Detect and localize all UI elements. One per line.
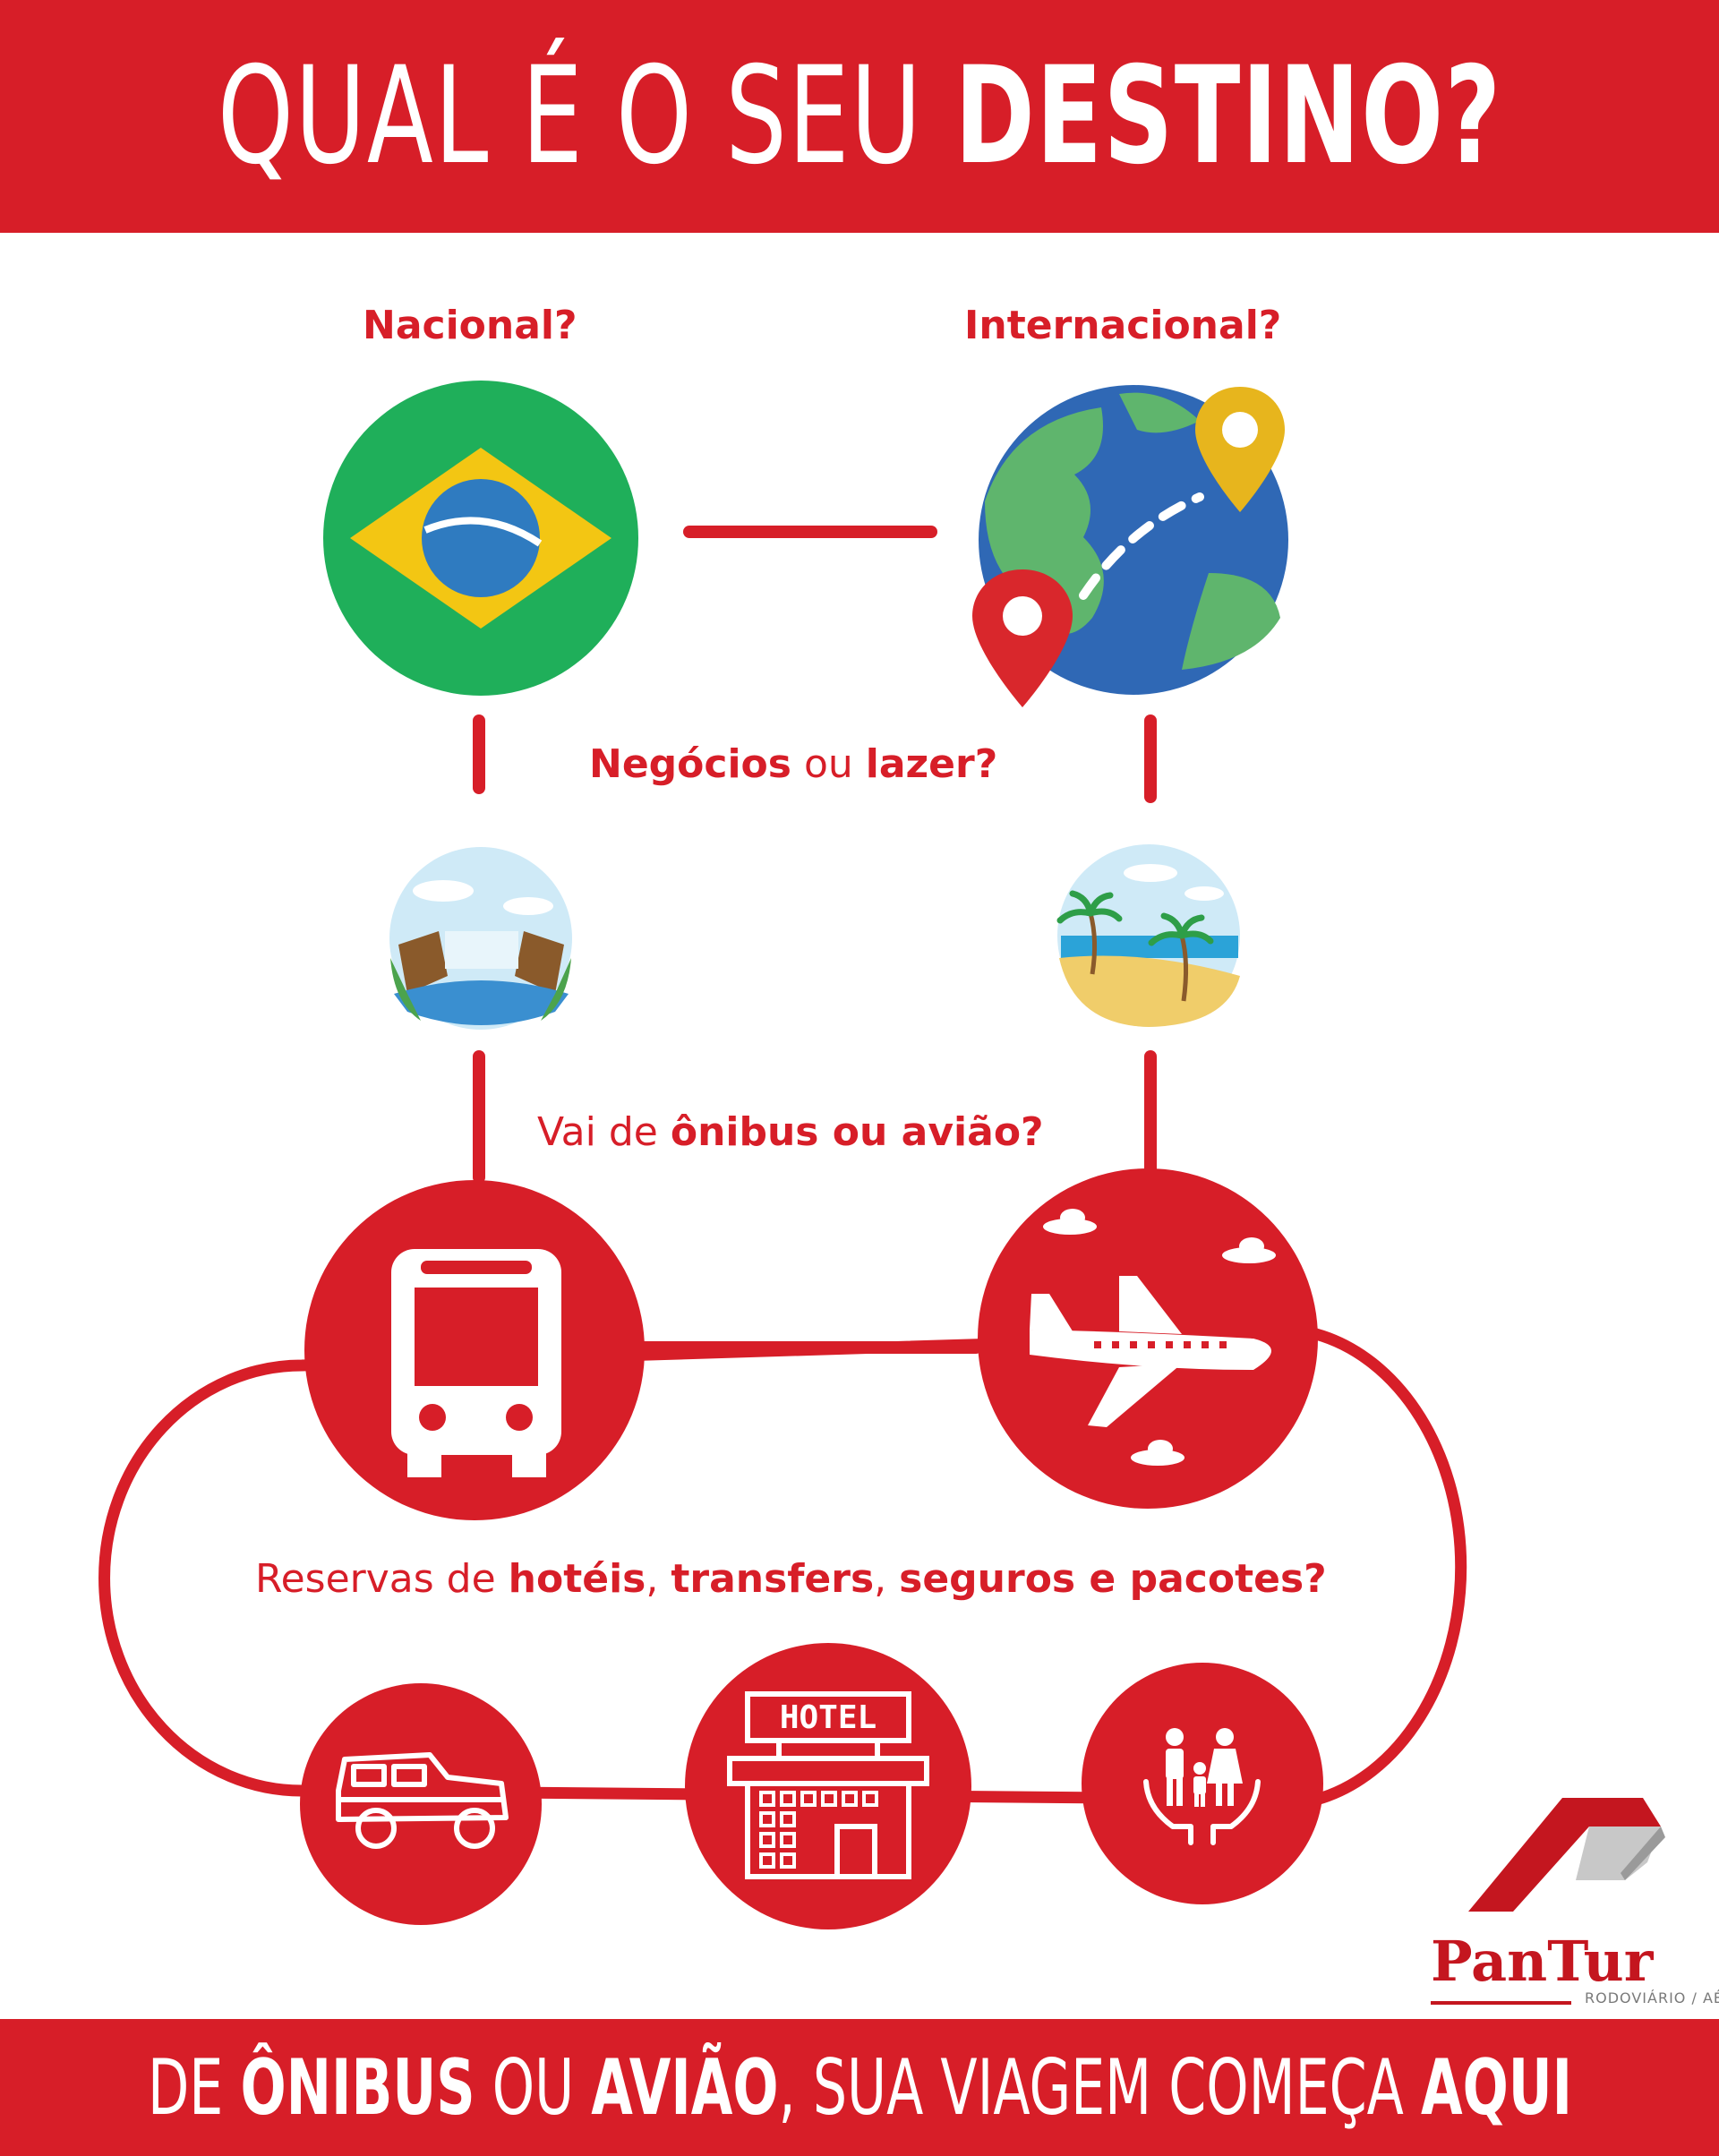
title-part-bold: DESTINO? bbox=[954, 38, 1502, 194]
beach-palm-trees-icon bbox=[1056, 844, 1240, 1027]
footer-part-2: ÔNIBUS bbox=[239, 2042, 475, 2133]
footer-slogan: DE ÔNIBUS OU AVIÃO, SUA VIAGEM COMEÇA AQ… bbox=[147, 2049, 1571, 2126]
services-prefix: Reservas de bbox=[255, 1556, 509, 1602]
hotel-building-icon: HOTEL bbox=[685, 1643, 971, 1929]
business-or: ou bbox=[791, 741, 866, 787]
services-question: Reservas de hotéis, transfers, seguros e… bbox=[255, 1560, 1327, 1599]
business-word: Negócios bbox=[589, 741, 791, 787]
page-title: QUAL É O SEU DESTINO? bbox=[218, 49, 1502, 184]
leisure-word: lazer? bbox=[865, 741, 998, 787]
transport-prefix: Vai de bbox=[537, 1109, 671, 1155]
services-hotels: hotéis bbox=[508, 1556, 646, 1602]
loop-track bbox=[98, 1328, 1467, 1806]
header-banner: QUAL É O SEU DESTINO? bbox=[0, 0, 1719, 233]
international-question: Internacional? bbox=[964, 303, 1282, 348]
business-leisure-question: Negócios ou lazer? bbox=[589, 745, 997, 784]
family-insurance-icon bbox=[1082, 1663, 1323, 1904]
pantur-logo-mark bbox=[1431, 1798, 1665, 2005]
brazil-flag-icon bbox=[323, 381, 638, 696]
transport-question: Vai de ônibus ou avião? bbox=[537, 1113, 1044, 1152]
globe-map-pins-icon bbox=[972, 385, 1288, 707]
footer-part-1: DE bbox=[147, 2042, 240, 2133]
footer-banner: DE ÔNIBUS OU AVIÃO, SUA VIAGEM COMEÇA AQ… bbox=[0, 2019, 1719, 2156]
brand-tagline: RODOVIÁRIO / AÉREO bbox=[1585, 1989, 1719, 2006]
title-part-regular: QUAL É O SEU bbox=[217, 38, 954, 194]
services-rest: seguros e pacotes? bbox=[899, 1556, 1327, 1602]
services-sep-1: , bbox=[646, 1556, 671, 1602]
transport-bold: ônibus ou avião? bbox=[670, 1109, 1044, 1155]
footer-part-4: AVIÃO bbox=[590, 2042, 779, 2133]
brand-name: PanTur bbox=[1431, 1929, 1654, 1994]
footer-part-6: AQUI bbox=[1420, 2042, 1572, 2133]
hotel-sign: HOTEL bbox=[780, 1699, 877, 1736]
services-sep-2: , bbox=[874, 1556, 900, 1602]
services-transfers: transfers bbox=[671, 1556, 875, 1602]
footer-part-5: , SUA VIAGEM COMEÇA bbox=[778, 2042, 1421, 2133]
national-question: Nacional? bbox=[363, 303, 577, 348]
footer-part-3: OU bbox=[475, 2042, 591, 2133]
airplane-icon bbox=[978, 1168, 1318, 1509]
bus-icon bbox=[304, 1180, 645, 1520]
waterfall-landscape-icon bbox=[389, 847, 572, 1030]
jeep-transfer-icon bbox=[300, 1683, 542, 1925]
